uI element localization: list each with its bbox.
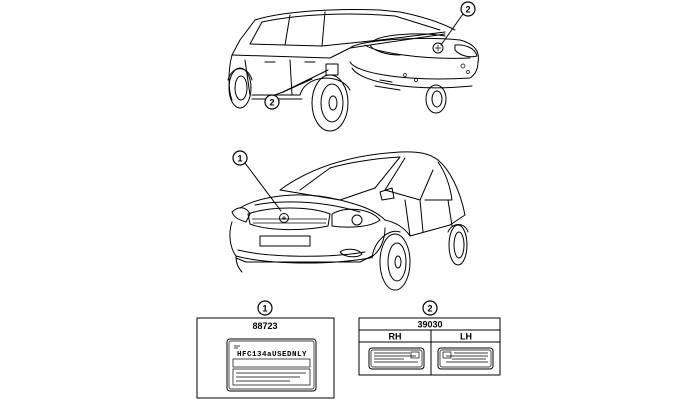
box1-callout	[257, 300, 273, 316]
callout-1-front	[232, 150, 248, 166]
box2-col-rh: RH	[389, 332, 402, 342]
callout-2-upper	[460, 1, 476, 17]
lh-label-illustration	[437, 347, 494, 370]
label-box-1	[196, 317, 335, 399]
callout-2-upper-text: 2	[465, 5, 470, 15]
refrigerant-label-illustration: HFC134aUSEDNLY	[226, 338, 317, 392]
box2-callout-text: 2	[427, 304, 432, 314]
box2-callout	[422, 300, 438, 316]
box1-label-text: HFC134aUSEDNLY	[237, 351, 307, 359]
rear-car-illustration	[227, 8, 479, 132]
callout-1-front-text: 1	[237, 154, 242, 164]
box1-callout-text: 1	[262, 304, 267, 314]
rh-label-illustration	[368, 347, 425, 370]
callout-2-lower-text: 2	[269, 98, 274, 108]
callout-2-lower	[264, 94, 280, 110]
label-box-2	[358, 317, 501, 376]
front-car-illustration	[229, 151, 469, 291]
box2-part-number: 39030	[417, 320, 442, 330]
box1-part-number: 88723	[252, 321, 277, 331]
box2-col-lh: LH	[460, 332, 472, 342]
